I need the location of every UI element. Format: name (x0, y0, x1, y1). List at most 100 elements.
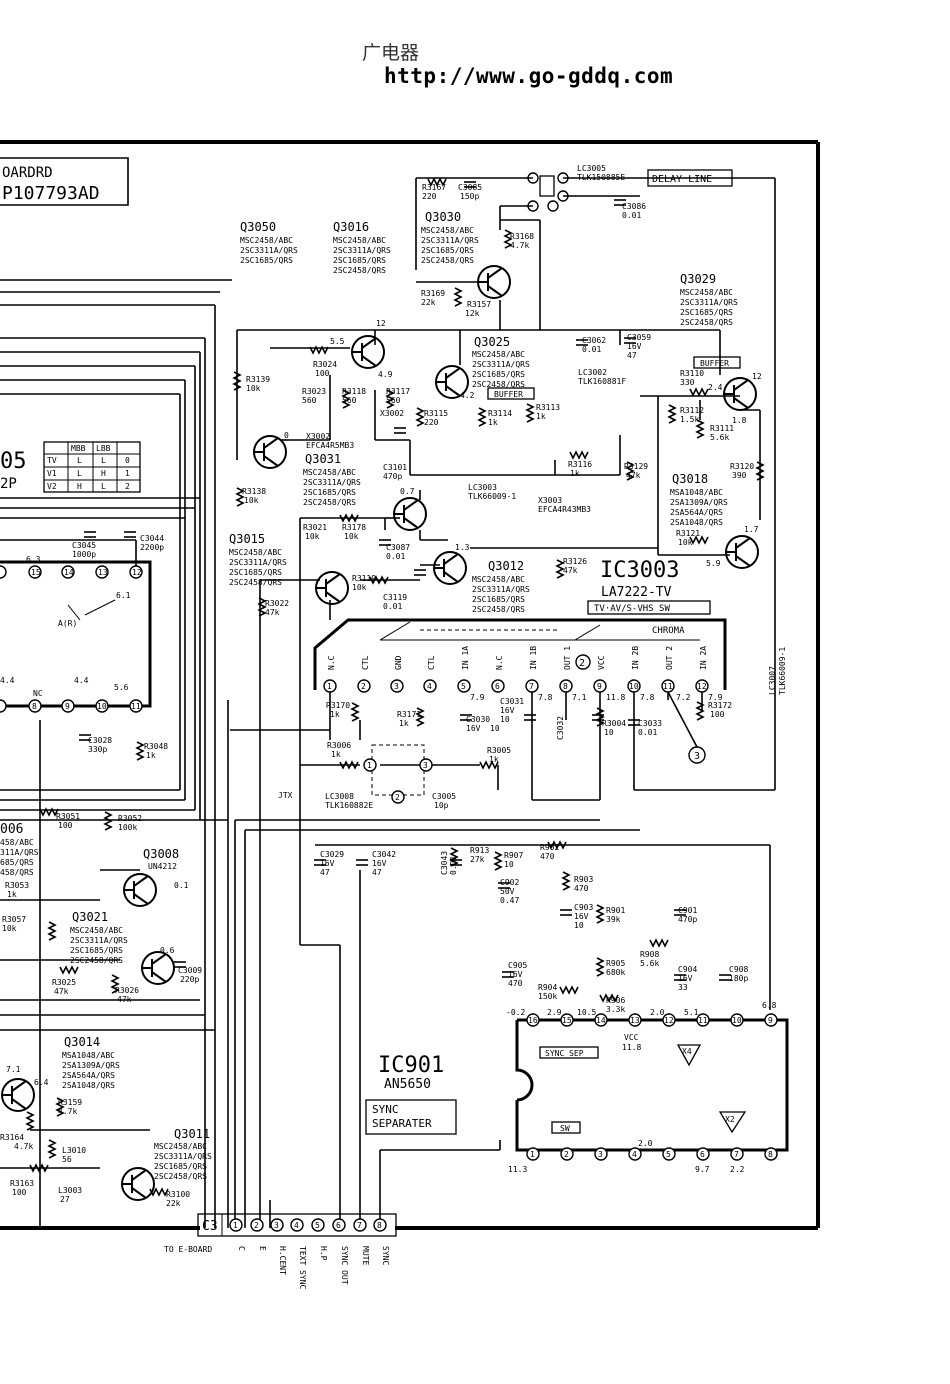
ic3003-block: IC3003 LA7222-TV TV·AV/S-VHS SW CHROMA N… (313, 558, 727, 764)
svg-text:2SC1685/QRS: 2SC1685/QRS (680, 308, 733, 317)
svg-text:C3059: C3059 (627, 333, 651, 342)
svg-text:2SA1309A/QRS: 2SA1309A/QRS (670, 498, 728, 507)
svg-text:R3159: R3159 (58, 1098, 82, 1107)
svg-text:2SC1685/QRS: 2SC1685/QRS (240, 256, 293, 265)
svg-text:8: 8 (32, 702, 37, 711)
svg-text:5.6: 5.6 (114, 683, 129, 692)
svg-text:C3032: C3032 (556, 716, 565, 740)
svg-text:C905: C905 (508, 961, 527, 970)
svg-text:7.8: 7.8 (640, 693, 655, 702)
capacitor-4 (394, 427, 406, 434)
svg-text:10k: 10k (244, 496, 259, 505)
resistor-19 (339, 760, 359, 770)
svg-text:150p: 150p (460, 192, 479, 201)
q3016-symbol (351, 335, 385, 369)
svg-text:0: 0 (125, 456, 130, 465)
resistor-6 (667, 404, 677, 424)
svg-text:MSC2458/ABC: MSC2458/ABC (154, 1142, 207, 1151)
svg-text:10: 10 (574, 921, 584, 930)
svg-text:C3028: C3028 (88, 736, 112, 745)
svg-text:LBB: LBB (96, 444, 111, 453)
svg-text:2SC1685/QRS: 2SC1685/QRS (154, 1162, 207, 1171)
svg-text:10k: 10k (352, 583, 367, 592)
svg-text:6.8: 6.8 (762, 1001, 777, 1010)
svg-text:R3138: R3138 (242, 487, 266, 496)
q3015-symbol (315, 571, 349, 605)
svg-text:2SA564A/QRS: 2SA564A/QRS (62, 1071, 115, 1080)
q3030-name: Q3030 (425, 210, 461, 224)
svg-text:2: 2 (395, 793, 400, 802)
svg-text:8: 8 (768, 1150, 773, 1159)
capacitor-9 (79, 734, 91, 741)
capacitor-8 (124, 531, 136, 538)
resistor-15 (415, 707, 425, 727)
jtx-label: JTX (278, 791, 293, 800)
svg-text:11: 11 (663, 682, 673, 691)
svg-text:2SC2458/QRS: 2SC2458/QRS (472, 605, 525, 614)
svg-text:TLK66009-1: TLK66009-1 (778, 647, 787, 695)
svg-text:14: 14 (64, 568, 74, 577)
svg-text:7.2: 7.2 (676, 693, 691, 702)
svg-text:1: 1 (327, 682, 332, 691)
svg-text:1.7: 1.7 (744, 525, 759, 534)
svg-text:5: 5 (461, 682, 466, 691)
resistor-43 (369, 575, 389, 585)
svg-text:R3100: R3100 (166, 1190, 190, 1199)
svg-text:7.9: 7.9 (470, 693, 485, 702)
svg-text:H: H (77, 482, 82, 491)
svg-text:R3051: R3051 (56, 812, 80, 821)
svg-text:12: 12 (376, 319, 386, 328)
svg-text:E: E (258, 1246, 267, 1251)
svg-text:5.1: 5.1 (684, 1008, 699, 1017)
svg-text:11.8: 11.8 (622, 1043, 641, 1052)
resistor-3 (415, 407, 425, 427)
svg-text:2SC2458/QRS: 2SC2458/QRS (333, 266, 386, 275)
resistor-0 (232, 371, 242, 391)
svg-text:R3114: R3114 (488, 409, 512, 418)
svg-text:1k: 1k (146, 751, 156, 760)
svg-text:R3006: R3006 (327, 741, 351, 750)
svg-text:R3170: R3170 (326, 701, 350, 710)
switch-a-r-label: A(R) (58, 619, 77, 628)
capacitor-1 (614, 199, 626, 206)
resistor-25 (561, 871, 571, 891)
svg-text:1.5k: 1.5k (680, 415, 699, 424)
svg-text:R3026: R3026 (115, 986, 139, 995)
svg-text:2SC2458/QRS: 2SC2458/QRS (421, 256, 474, 265)
svg-text:4.7k: 4.7k (14, 1142, 33, 1151)
svg-text:2SC1685/QRS: 2SC1685/QRS (472, 595, 525, 604)
svg-text:7: 7 (357, 1221, 362, 1230)
svg-text:C3009: C3009 (178, 966, 202, 975)
svg-text:4.4: 4.4 (74, 676, 89, 685)
svg-text:5.6k: 5.6k (640, 959, 659, 968)
q3014-name: Q3014 (64, 1035, 100, 1049)
svg-text:10p: 10p (434, 801, 449, 810)
svg-text:330p: 330p (88, 745, 107, 754)
svg-text:R3022: R3022 (265, 599, 289, 608)
svg-text:1k: 1k (331, 750, 341, 759)
svg-text:2200p: 2200p (140, 543, 164, 552)
capacitor-14 (314, 859, 326, 866)
svg-text:TV: TV (47, 456, 57, 465)
ic3003-pin8-label: OUT 1 (563, 646, 572, 670)
svg-text:TLK66009-1: TLK66009-1 (468, 492, 516, 501)
svg-text:0.01: 0.01 (638, 728, 657, 737)
svg-text:1.3: 1.3 (455, 543, 470, 552)
svg-text:TLK160882E: TLK160882E (325, 801, 373, 810)
svg-text:2SC2458/QRS: 2SC2458/QRS (472, 380, 525, 389)
connector-c3: C3 1 2 3 4 5 6 7 8 TO E-BOARD C E H.CENT… (164, 1213, 397, 1290)
svg-text:MSC2458/ABC: MSC2458/ABC (229, 548, 282, 557)
svg-text:0.6: 0.6 (160, 946, 175, 955)
site-name: 广电器 (362, 42, 420, 64)
svg-text:11: 11 (131, 702, 141, 711)
svg-text:3: 3 (694, 751, 700, 762)
svg-text:10: 10 (97, 702, 107, 711)
svg-text:2SC3311A/QRS: 2SC3311A/QRS (333, 246, 391, 255)
svg-text:560: 560 (302, 396, 317, 405)
svg-text:3: 3 (394, 682, 399, 691)
q3008-symbol (123, 873, 157, 907)
svg-text:11.8: 11.8 (606, 693, 625, 702)
svg-text:12: 12 (664, 1016, 674, 1025)
q3050-symbol (253, 435, 287, 469)
